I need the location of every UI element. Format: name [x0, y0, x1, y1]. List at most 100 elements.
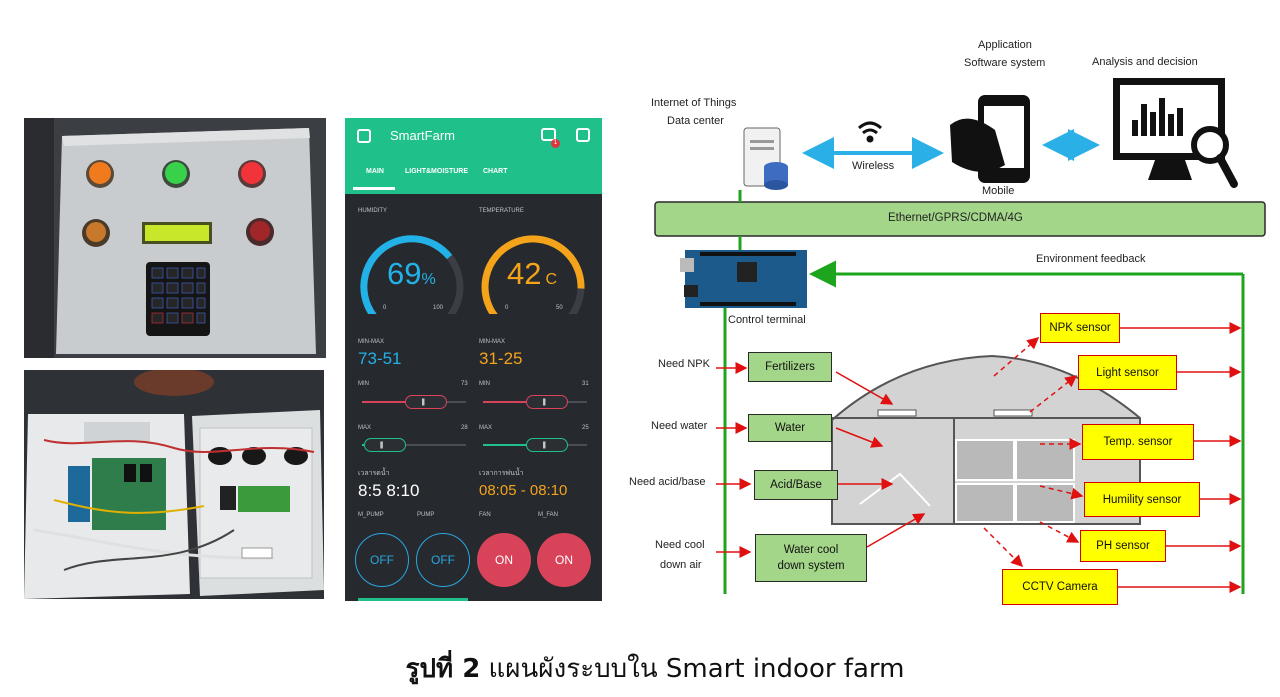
- fertilizer-to-greenhouse-arrow: [835, 371, 894, 405]
- cooling-to-greenhouse-arrow: [866, 513, 926, 548]
- greenhouse-to-humidity-arrow: [1039, 485, 1084, 500]
- server-icon: [743, 127, 788, 190]
- ph-sensor-box: PH sensor: [1080, 530, 1166, 562]
- humidity-label: HUMIDITY: [358, 208, 387, 214]
- network-bar: [654, 201, 1266, 237]
- slider-knob[interactable]: |||: [363, 438, 406, 452]
- app-header: [345, 118, 602, 194]
- temperature-label: TEMPERATURE: [479, 208, 524, 214]
- need-acid-label: Need acid/base: [629, 476, 706, 488]
- tab-light-moisture[interactable]: LIGHT&MOISTURE: [405, 168, 468, 175]
- keypad-icon: [151, 267, 206, 324]
- analysis-monitor-icon: [1113, 78, 1238, 188]
- need-npk-label: Need NPK: [658, 358, 710, 370]
- toggle-button-fan[interactable]: ON: [477, 533, 531, 587]
- minmax-right-value: 31-25: [479, 349, 523, 368]
- application-label-line1: Application: [978, 39, 1032, 51]
- mobile-phone-icon: [950, 95, 1030, 183]
- mobile-label: Mobile: [982, 185, 1015, 197]
- figure-title: แผนผังระบบใน Smart indoor farm: [480, 654, 905, 684]
- temperature-max: 50: [556, 305, 563, 311]
- lcd-display-icon: [145, 225, 209, 241]
- toggle-button-m-pump[interactable]: OFF: [355, 533, 409, 587]
- environment-feedback-label: Environment feedback: [1036, 253, 1146, 265]
- arduino-board-icon: [680, 250, 807, 308]
- slider-knob[interactable]: |||: [405, 395, 448, 409]
- system-diagram: [654, 78, 1266, 594]
- slider-max-right-label: MAX: [479, 425, 493, 431]
- smartfarm-app-screen: SmartFarm 1 MAIN LIGHT&MOISTURE CHART HU…: [345, 118, 602, 601]
- control-terminal-label: Control terminal: [728, 314, 806, 326]
- app-title: SmartFarm: [390, 128, 455, 143]
- minmax-left-label: MIN-MAX: [358, 339, 384, 345]
- greenhouse-to-cctv-arrow: [983, 527, 1024, 568]
- tab-main[interactable]: MAIN: [366, 168, 384, 175]
- m-pump-label: M_PUMP: [358, 512, 384, 518]
- humidity-max: 100: [433, 305, 444, 311]
- iot-label-line2: Data center: [667, 115, 724, 127]
- water-to-greenhouse-arrow: [835, 427, 884, 448]
- humidity-min: 0: [383, 305, 387, 311]
- light-sensor-box: Light sensor: [1078, 355, 1177, 390]
- cctv-camera-box: CCTV Camera: [1002, 569, 1118, 605]
- toggle-button-pump[interactable]: OFF: [416, 533, 470, 587]
- temperature-min: 0: [505, 305, 509, 311]
- need-water-label: Need water: [651, 420, 708, 432]
- wifi-icon: [857, 121, 883, 143]
- minmax-right-label: MIN-MAX: [479, 339, 505, 345]
- acid-base-box: Acid/Base: [754, 470, 838, 500]
- control-box-photo: [24, 118, 326, 358]
- pump-label: PUMP: [417, 512, 435, 518]
- greenhouse-icon: [831, 354, 1141, 525]
- wiring-box-illustration: [24, 370, 324, 599]
- slider-track[interactable]: [362, 444, 466, 446]
- gauges-svg: [360, 235, 585, 314]
- notification-badge: 1: [551, 139, 560, 148]
- temperature-gauge-arc: [481, 235, 585, 314]
- humidity-value: 69%: [387, 256, 436, 291]
- active-tab-indicator: [353, 187, 395, 190]
- figure-number: รูปที่ 2: [405, 654, 481, 684]
- watering-time-label: เวลารดน้ำ: [358, 470, 390, 477]
- edit-icon[interactable]: [576, 128, 590, 142]
- humidity-gauge-arc: [360, 235, 453, 314]
- water-cool-line2: down system: [777, 560, 845, 572]
- controller-board-icon: [238, 486, 290, 512]
- network-bar-label: Ethernet/GPRS/CDMA/4G: [888, 212, 1023, 224]
- iot-label-line1: Internet of Things: [651, 97, 737, 109]
- spray-time-value: 08:05 - 08:10: [479, 482, 568, 499]
- slider-fill: [483, 401, 548, 403]
- water-cool-box: Water cool down system: [755, 534, 867, 582]
- greenhouse-to-npk-arrow: [993, 337, 1040, 377]
- spray-time-label: เวลาการพ่นน้ำ: [479, 470, 524, 477]
- humidity-sensor-box: Humility sensor: [1084, 482, 1200, 517]
- npk-sensor-box: NPK sensor: [1040, 313, 1120, 343]
- toggle-button-m-fan[interactable]: ON: [537, 533, 591, 587]
- figure-caption: รูปที่ 2 แผนผังระบบใน Smart indoor farm: [0, 648, 1280, 689]
- tab-chart[interactable]: CHART: [483, 168, 508, 175]
- watering-time-value: 8:5 8:10: [358, 481, 420, 500]
- slider-knob[interactable]: |||: [526, 438, 569, 452]
- slider-max-left-label: MAX: [358, 425, 372, 431]
- red-led-icon: [241, 162, 263, 184]
- need-cool-label-line2: down air: [660, 559, 702, 571]
- wiring-box-photo: [24, 370, 324, 599]
- slider-max-left-max: 28: [461, 425, 468, 431]
- slider-fill: [483, 444, 548, 446]
- orange-led-icon: [89, 162, 111, 184]
- slider-min-left-label: MIN: [358, 381, 369, 387]
- wireless-label: Wireless: [852, 160, 895, 172]
- fertilizers-box: Fertilizers: [748, 352, 832, 382]
- slider-knob[interactable]: |||: [526, 395, 569, 409]
- application-label-line2: Software system: [964, 57, 1046, 69]
- greenhouse-to-ph-arrow: [1039, 521, 1080, 543]
- orange-button-icon: [86, 222, 106, 242]
- need-cool-label-line1: Need cool: [655, 539, 705, 551]
- slider-max-right-max: 25: [582, 425, 589, 431]
- device-icon[interactable]: [357, 129, 371, 143]
- slider-min-right-label: MIN: [479, 381, 490, 387]
- devices-status-icon[interactable]: [541, 128, 556, 141]
- analysis-label: Analysis and decision: [1092, 56, 1198, 68]
- slider-fill: [362, 401, 427, 403]
